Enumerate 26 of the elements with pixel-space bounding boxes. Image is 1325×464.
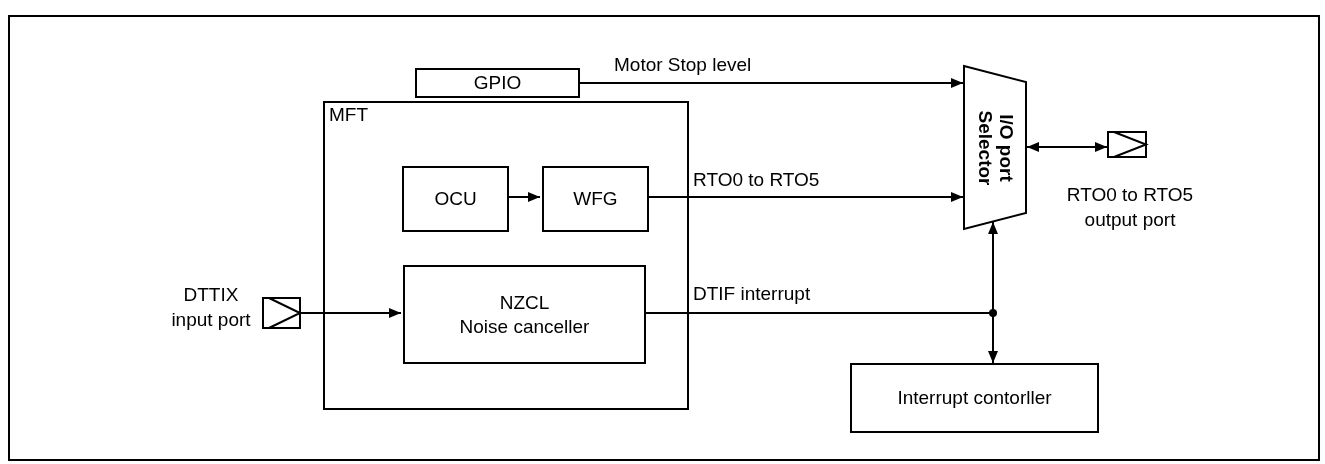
edge-label: DTIF interrupt [693,284,811,303]
block-label: GPIO [473,71,522,95]
arrow [579,78,964,88]
port-symbol [1107,131,1147,158]
block-box [415,68,580,98]
block-label: MFT [328,103,369,127]
block-box [403,265,646,364]
module-block [323,101,689,410]
block-label: OCU [434,187,477,211]
port-symbol [262,297,301,329]
port-caption: DTTIX input port [170,283,252,332]
block-label: NZCL [499,290,550,315]
block-label: Interrupt contorller [897,386,1052,410]
edge-label: Motor Stop level [614,55,752,74]
arrow [300,308,402,318]
block-box [402,166,509,232]
arrow [506,192,541,202]
block-label: I/O port Selector [974,109,1016,187]
edge-label: RTO0 to RTO5 [693,170,820,189]
block-box [850,363,1099,433]
block-label: WFG [573,187,618,211]
port-caption: RTO0 to RTO5 output port [1065,183,1195,232]
block-label: Noise canceller [459,314,590,339]
arrow [646,192,964,202]
block-box [542,166,649,232]
arrow [1026,142,1108,152]
